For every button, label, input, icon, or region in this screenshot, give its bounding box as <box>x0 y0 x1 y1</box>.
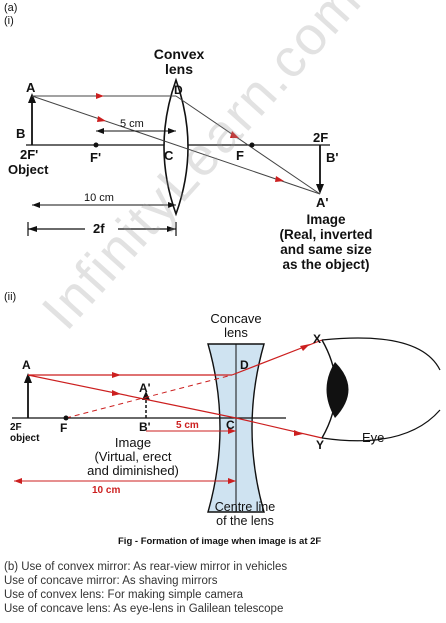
ray-marker-2 <box>230 131 239 138</box>
ten-cm-label-2: 10 cm <box>92 485 121 496</box>
image-caption-1-line1: Image <box>306 212 346 227</box>
point-f-label-1: F <box>236 148 244 163</box>
point-f-prime-label-1: F' <box>90 150 102 165</box>
part-i-label: (i) <box>4 15 14 27</box>
ray-through-centre-1 <box>31 95 321 195</box>
two-f-label: 2f <box>93 221 105 236</box>
focus-point-left <box>93 142 99 148</box>
ray-refracted-1 <box>175 95 321 195</box>
ray-through-centre-2 <box>27 374 237 419</box>
image-caption-1-line4: as the object) <box>282 257 370 272</box>
convex-lens-title: Convex lens <box>150 47 208 77</box>
answer-concave-lens: Use of concave lens: As eye-lens in Gali… <box>4 603 284 615</box>
centre-line-caption: Centre line of the lens <box>205 500 285 528</box>
five-cm-label-1: 5 cm <box>120 118 144 130</box>
ray-marker-4 <box>275 176 284 182</box>
eye-outline-bottom <box>321 409 441 442</box>
image-caption-2-line1: Image <box>114 435 152 450</box>
object-word-2: object <box>10 433 40 444</box>
object-label-1: Object <box>8 162 49 177</box>
image-caption-1-line3: and same size <box>280 242 372 257</box>
ray-virtual-back <box>65 374 233 419</box>
focus-point-2 <box>63 415 69 421</box>
eye-lens-pupil <box>326 362 349 418</box>
point-b-label-1: B <box>16 126 26 141</box>
point-x-label: X <box>313 332 322 346</box>
ray-to-eye-lower <box>235 417 323 439</box>
ray-marker-3 <box>97 116 106 122</box>
concave-lens-title: Concave lens <box>206 312 266 340</box>
answer-convex-lens: Use of convex lens: For making simple ca… <box>4 589 244 601</box>
object-arrowhead-2 <box>24 373 32 383</box>
object-label-2: 2F object <box>10 422 39 444</box>
convex-lens-title-line2: lens <box>164 61 193 77</box>
centre-line-caption-line2: of the lens <box>216 514 274 528</box>
point-a-label-1: A <box>26 80 36 95</box>
point-b-prime-label-1: B' <box>326 150 339 165</box>
figure-caption: Fig - Formation of image when image is a… <box>118 536 322 547</box>
convex-lens-shape <box>163 77 189 217</box>
answer-concave-mirror: Use of concave mirror: As shaving mirror… <box>4 575 218 587</box>
point-b-prime-label-2: B' <box>139 420 151 434</box>
point-2f-label-1: 2F <box>313 130 329 145</box>
five-cm-label-2: 5 cm <box>176 420 199 431</box>
point-f-label-2: F <box>60 421 68 435</box>
point-a-label-2: A <box>22 358 31 372</box>
point-c-label-2: C <box>226 418 235 432</box>
concave-lens-title-line2: lens <box>224 325 248 340</box>
image-caption-2-line3: and diminished) <box>87 463 179 478</box>
image-caption-1: Image (Real, inverted and same size as t… <box>266 212 386 272</box>
answer-convex-mirror: (b) Use of convex mirror: As rear-view m… <box>4 561 288 573</box>
image-caption-1-line2: (Real, inverted <box>279 227 373 242</box>
ten-cm-label-1: 10 cm <box>84 192 114 204</box>
point-2f-label-2: 2F <box>10 422 22 433</box>
point-y-label: Y <box>316 438 325 452</box>
image-caption-2: Image (Virtual, erect and diminished) <box>58 436 208 478</box>
part-a-label: (a) <box>4 2 18 14</box>
point-d-label-2: D <box>240 358 249 372</box>
convex-lens-diagram <box>26 77 330 236</box>
eye-label: Eye <box>362 430 385 445</box>
image-arrowhead-1 <box>316 184 324 194</box>
focus-point-right <box>249 142 255 148</box>
centre-line-caption-line1: Centre line <box>214 500 276 514</box>
object-arrowhead-1 <box>28 93 36 103</box>
concave-lens-title-line1: Concave <box>210 311 262 326</box>
convex-lens-title-line1: Convex <box>153 46 205 62</box>
concave-lens-diagram <box>12 337 441 513</box>
image-arrowhead-2 <box>142 391 150 400</box>
point-2f-prime-label: 2F' <box>20 147 39 162</box>
point-c-label-1: C <box>164 148 174 163</box>
part-ii-label: (ii) <box>4 291 17 303</box>
image-caption-2-line2: (Virtual, erect <box>94 449 172 464</box>
point-d-label-1: D <box>174 83 183 97</box>
eye-outline-top <box>321 337 441 371</box>
point-a-prime-label-2: A' <box>139 381 151 395</box>
ray-marker-1 <box>96 93 104 99</box>
point-a-prime-label-1: A' <box>316 195 329 210</box>
